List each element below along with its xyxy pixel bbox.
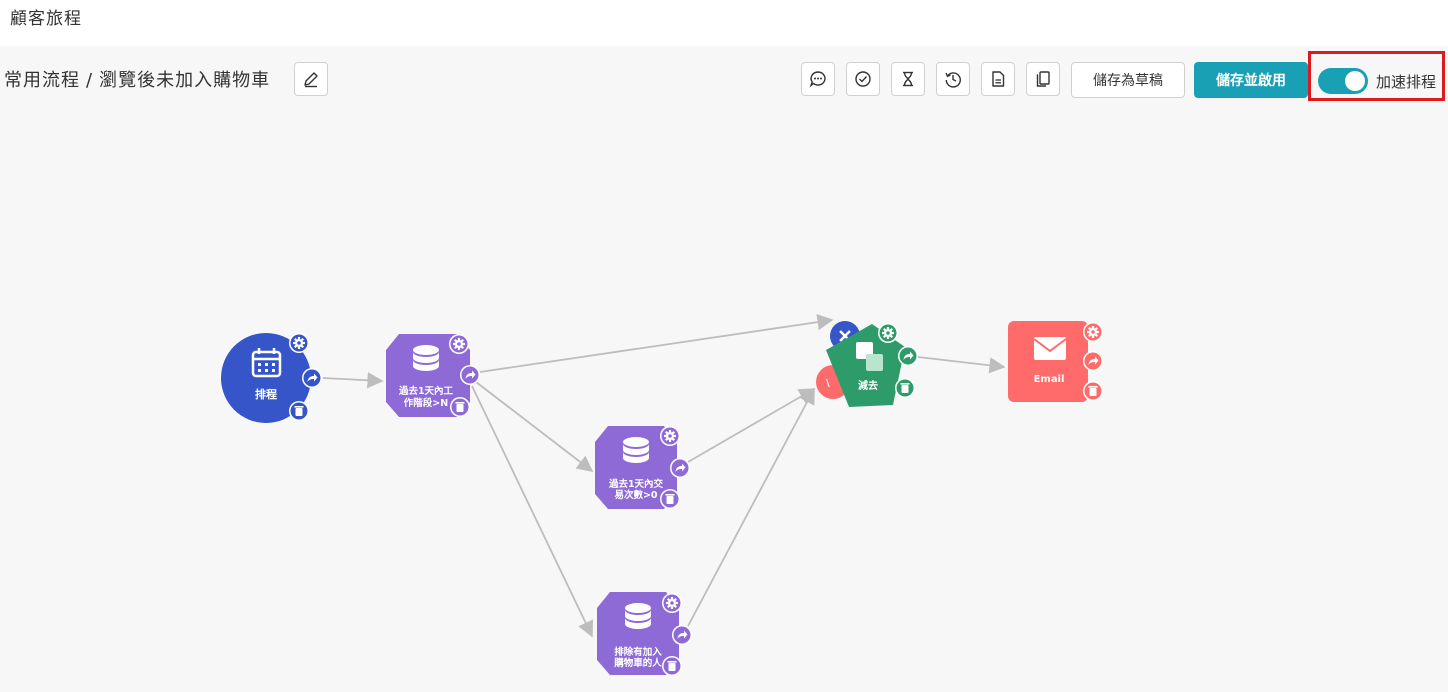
top-bar: 顧客旅程 xyxy=(0,0,1448,46)
node-schedule-label: 排程 xyxy=(255,387,277,401)
accelerate-schedule-label: 加速排程 xyxy=(1376,73,1437,91)
share-arrow-icon xyxy=(677,630,688,639)
trash-icon xyxy=(1088,386,1098,396)
trash-icon xyxy=(667,661,677,671)
share-arrow-icon xyxy=(307,373,318,382)
node-email[interactable]: Email xyxy=(1008,321,1088,402)
filter2-delete-button[interactable] xyxy=(660,489,680,509)
copy-icon xyxy=(1036,71,1050,87)
history-button[interactable] xyxy=(936,62,970,96)
wait-button[interactable] xyxy=(891,62,925,96)
comment-button[interactable] xyxy=(801,62,835,96)
envelope-icon xyxy=(1033,337,1067,360)
check-circle-icon xyxy=(855,71,871,87)
node-email-label: Email xyxy=(1034,374,1065,385)
gear-icon xyxy=(666,597,678,609)
filter2-next-button[interactable] xyxy=(670,458,690,478)
subtract-settings-button[interactable] xyxy=(878,323,898,343)
filter1-settings-button[interactable] xyxy=(449,334,469,354)
subtract-icon xyxy=(856,342,883,371)
copy-button[interactable] xyxy=(1026,62,1060,96)
filter1-delete-button[interactable] xyxy=(450,397,470,417)
filter3-next-button[interactable] xyxy=(672,625,692,645)
node-filter1-label-line2: 作階段>N xyxy=(404,397,448,409)
database-icon xyxy=(625,603,651,629)
accelerate-schedule-toggle[interactable] xyxy=(1318,68,1368,94)
page-title: 顧客旅程 xyxy=(10,9,82,29)
breadcrumb: 常用流程 /瀏覽後未加入購物車 xyxy=(4,66,270,92)
breadcrumb-current: 瀏覽後未加入購物車 xyxy=(99,70,271,91)
share-arrow-icon xyxy=(465,370,476,379)
hourglass-icon xyxy=(903,71,913,87)
document-icon xyxy=(992,71,1005,87)
filter2-settings-button[interactable] xyxy=(660,426,680,446)
node-subtract-label: 減去 xyxy=(858,379,878,392)
gear-icon xyxy=(453,338,465,350)
calendar-icon xyxy=(251,348,282,378)
breadcrumb-separator: / xyxy=(86,70,94,91)
document-button[interactable] xyxy=(981,62,1015,96)
edit-name-button[interactable] xyxy=(294,62,328,96)
toggle-knob xyxy=(1345,71,1365,91)
node-filter3-label-line1: 排除有加入 xyxy=(614,646,662,658)
database-icon xyxy=(623,437,649,463)
email-settings-button[interactable] xyxy=(1083,322,1103,342)
filter3-delete-button[interactable] xyxy=(662,656,682,676)
save-draft-button[interactable]: 儲存為草稿 xyxy=(1071,62,1185,98)
filter1-next-button[interactable] xyxy=(460,365,480,385)
share-arrow-icon xyxy=(1088,356,1099,365)
database-icon xyxy=(413,345,439,371)
node-schedule[interactable]: 排程 xyxy=(221,333,311,423)
validate-button[interactable] xyxy=(846,62,880,96)
schedule-next-button[interactable] xyxy=(302,368,322,388)
pencil-icon xyxy=(304,72,318,88)
breadcrumb-parent[interactable]: 常用流程 xyxy=(4,70,80,91)
gear-icon xyxy=(882,327,894,339)
save-activate-button[interactable]: 儲存並啟用 xyxy=(1194,62,1308,98)
schedule-settings-button[interactable] xyxy=(289,333,309,353)
node-filter2[interactable]: 過去1天內交 易次數>0 xyxy=(595,426,677,509)
node-filter3-label-line2: 購物車的人 xyxy=(613,657,662,669)
comment-icon xyxy=(809,71,826,88)
subtract-next-button[interactable] xyxy=(898,346,918,366)
edge-filter1-filter2 xyxy=(475,381,594,472)
edge-schedule-filter1 xyxy=(322,372,384,389)
share-arrow-icon xyxy=(903,351,914,360)
gear-icon xyxy=(1087,326,1099,338)
filter3-settings-button[interactable] xyxy=(662,593,682,613)
node-filter2-label-line1: 過去1天內交 xyxy=(608,478,664,490)
edge-filter1-filter3 xyxy=(471,385,593,638)
node-stack-mark: \ xyxy=(826,378,830,389)
node-filter2-label-line2: 易次數>0 xyxy=(614,489,657,501)
subtract-delete-button[interactable] xyxy=(895,378,915,398)
flow-edges xyxy=(322,314,1006,638)
edge-filter1-subtract xyxy=(479,314,834,373)
trash-icon xyxy=(294,406,304,416)
close-icon xyxy=(839,330,851,342)
schedule-delete-button[interactable] xyxy=(289,401,309,421)
node-subtract[interactable]: \ 減去 xyxy=(816,321,905,407)
highlight-box xyxy=(1308,51,1445,101)
share-arrow-icon xyxy=(675,463,686,472)
node-filter3[interactable]: 排除有加入 購物車的人 xyxy=(597,592,679,675)
trash-icon xyxy=(900,383,910,393)
gear-icon xyxy=(293,337,305,349)
gear-icon xyxy=(664,430,676,442)
trash-icon xyxy=(455,402,465,412)
edge-filter3-subtract xyxy=(687,387,815,627)
email-delete-button[interactable] xyxy=(1083,381,1103,401)
edge-filter2-subtract xyxy=(687,388,816,463)
edge-subtract-email xyxy=(917,356,1006,374)
history-icon xyxy=(945,72,961,88)
node-filter1-label-line1: 過去1天內工 xyxy=(398,385,454,397)
trash-icon xyxy=(665,494,675,504)
email-next-button[interactable] xyxy=(1083,351,1103,371)
node-filter1[interactable]: 過去1天內工 作階段>N xyxy=(386,334,470,417)
